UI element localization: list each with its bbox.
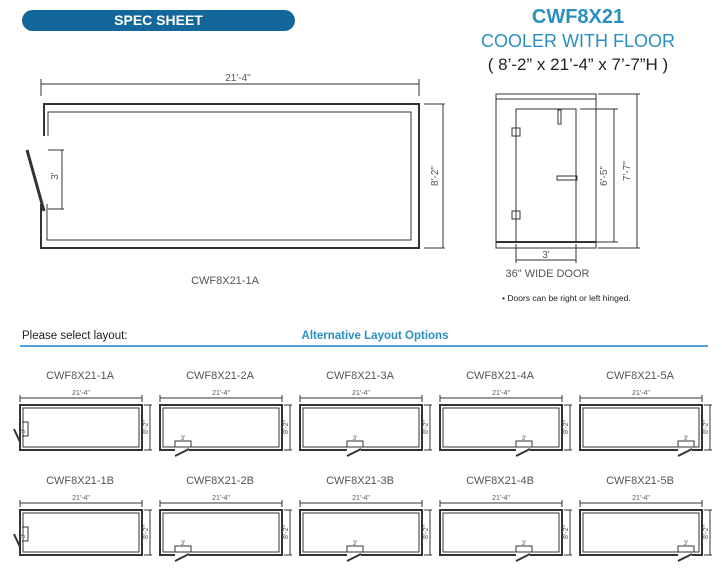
plan-width-label: 8'-2" — [430, 166, 441, 186]
plan-door-label: 3' — [50, 172, 61, 180]
plan-length-label: 21'-4" — [225, 73, 251, 84]
layout-label: CWF8X21-1B — [46, 475, 114, 487]
layout-length-label: 21'-4" — [632, 495, 650, 502]
layout-length-label: 21'-4" — [352, 495, 370, 502]
layout-width-label: 8'-2" — [283, 525, 290, 539]
layout-label: CWF8X21-3B — [326, 475, 394, 487]
hinge-note-text: Doors can be right or left hinged. — [507, 293, 631, 303]
layout-width-label: 8'-2" — [423, 525, 430, 539]
layout-length-label: 21'-4" — [72, 495, 90, 502]
layout-option[interactable]: CWF8X21-5A 3' 21'-4" 8'-2" — [570, 370, 712, 467]
door-label: 3' — [684, 436, 688, 442]
door-swing — [515, 448, 531, 457]
door-swing — [346, 553, 362, 562]
spec-sheet-banner: SPEC SHEET — [22, 10, 295, 31]
layout-label: CWF8X21-4B — [466, 475, 534, 487]
floor-plan — [25, 79, 445, 249]
layout-plan: 3' 21'-4" 8'-2" — [13, 495, 152, 556]
door-swing — [515, 553, 531, 562]
layout-length-label: 21'-4" — [492, 495, 510, 502]
layout-width-label: 8'-2" — [143, 420, 150, 434]
layout-option[interactable]: CWF8X21-1A 3' 21'-4" 8'-2" — [10, 370, 152, 467]
door-height-label: 6'-5" — [599, 166, 610, 186]
door-label: 3' — [181, 541, 185, 547]
layout-option[interactable]: CWF8X21-2B 3' 21'-4" 8'-2" — [150, 475, 292, 572]
model-title: CWF8X21 — [531, 6, 625, 28]
front-elevation — [495, 93, 640, 263]
layout-label: CWF8X21-5A — [606, 370, 674, 382]
layout-plan: 3' 21'-4" 8'-2" — [159, 495, 292, 562]
layout-width-label: 8'-2" — [283, 420, 290, 434]
door-swing — [677, 553, 693, 562]
door-swing — [174, 448, 190, 457]
layout-label: CWF8X21-2A — [186, 370, 254, 382]
layout-plan: 3' 21'-4" 8'-2" — [299, 390, 432, 457]
layout-option[interactable]: CWF8X21-1B 3' 21'-4" 8'-2" — [10, 475, 152, 572]
layout-option[interactable]: CWF8X21-3A 3' 21'-4" 8'-2" — [290, 370, 432, 467]
layout-plan: 3' 21'-4" 8'-2" — [299, 495, 432, 562]
door-swing — [677, 448, 693, 457]
door-label: 3' — [522, 436, 526, 442]
plan-caption: CWF8X21-1A — [191, 275, 259, 287]
door-label: 3' — [684, 541, 688, 547]
layout-option[interactable]: CWF8X21-5B 3' 21'-4" 8'-2" — [570, 475, 712, 572]
door-swing — [13, 428, 21, 443]
layout-length-label: 21'-4" — [212, 390, 230, 397]
layout-label: CWF8X21-4A — [466, 370, 534, 382]
height-label: 7'-7" — [622, 161, 633, 181]
layout-length-label: 21'-4" — [632, 390, 650, 397]
layout-option[interactable]: CWF8X21-4A 3' 21'-4" 8'-2" — [430, 370, 572, 467]
layout-plan: 3' 21'-4" 8'-2" — [579, 495, 712, 562]
layout-length-label: 21'-4" — [492, 390, 510, 397]
dimensions-text: ( 8’-2” x 21’-4” x 7’-7”H ) — [487, 55, 669, 74]
layout-plan: 3' 21'-4" 8'-2" — [579, 390, 712, 457]
layout-label: CWF8X21-3A — [326, 370, 394, 382]
layout-option[interactable]: CWF8X21-2A 3' 21'-4" 8'-2" — [150, 370, 292, 467]
door-label: 3' — [21, 429, 27, 433]
main-drawings: 21'-4" 3' 8'-2" 7'-7" 6'-5" 3' — [25, 73, 640, 263]
layout-label: CWF8X21-1A — [46, 370, 114, 382]
layout-plan: 3' 21'-4" 8'-2" — [13, 390, 152, 451]
divider — [20, 345, 708, 347]
layout-label: CWF8X21-5B — [606, 475, 674, 487]
layout-length-label: 21'-4" — [352, 390, 370, 397]
layout-width-label: 8'-2" — [563, 525, 570, 539]
layout-width-label: 8'-2" — [703, 420, 710, 434]
door-swing — [346, 448, 362, 457]
layout-width-label: 8'-2" — [143, 525, 150, 539]
door-caption: 36" WIDE DOOR — [505, 268, 590, 280]
hinge-note: • Doors can be right or left hinged. — [502, 293, 631, 303]
door-label: 3' — [522, 541, 526, 547]
layout-option[interactable]: CWF8X21-4B 3' 21'-4" 8'-2" — [430, 475, 572, 572]
door-label: 3' — [353, 541, 357, 547]
door-label: 3' — [181, 436, 185, 442]
select-layout-prompt: Please select layout: — [22, 330, 128, 342]
door-label: 3' — [21, 534, 27, 538]
layout-width-label: 8'-2" — [563, 420, 570, 434]
layout-plan: 3' 21'-4" 8'-2" — [439, 390, 572, 457]
door-label: 3' — [353, 436, 357, 442]
layout-width-label: 8'-2" — [423, 420, 430, 434]
layout-length-label: 21'-4" — [72, 390, 90, 397]
product-subtitle: COOLER WITH FLOOR — [480, 31, 675, 51]
door-swing — [174, 553, 190, 562]
layout-label: CWF8X21-2B — [186, 475, 254, 487]
layout-plan: 3' 21'-4" 8'-2" — [439, 495, 572, 562]
layout-length-label: 21'-4" — [212, 495, 230, 502]
layout-width-label: 8'-2" — [703, 525, 710, 539]
door-width-label: 3' — [542, 250, 550, 261]
door-swing — [13, 533, 21, 548]
layout-plan: 3' 21'-4" 8'-2" — [159, 390, 292, 457]
layout-option[interactable]: CWF8X21-3B 3' 21'-4" 8'-2" — [290, 475, 432, 572]
alternative-layouts-title: Alternative Layout Options — [301, 330, 449, 342]
